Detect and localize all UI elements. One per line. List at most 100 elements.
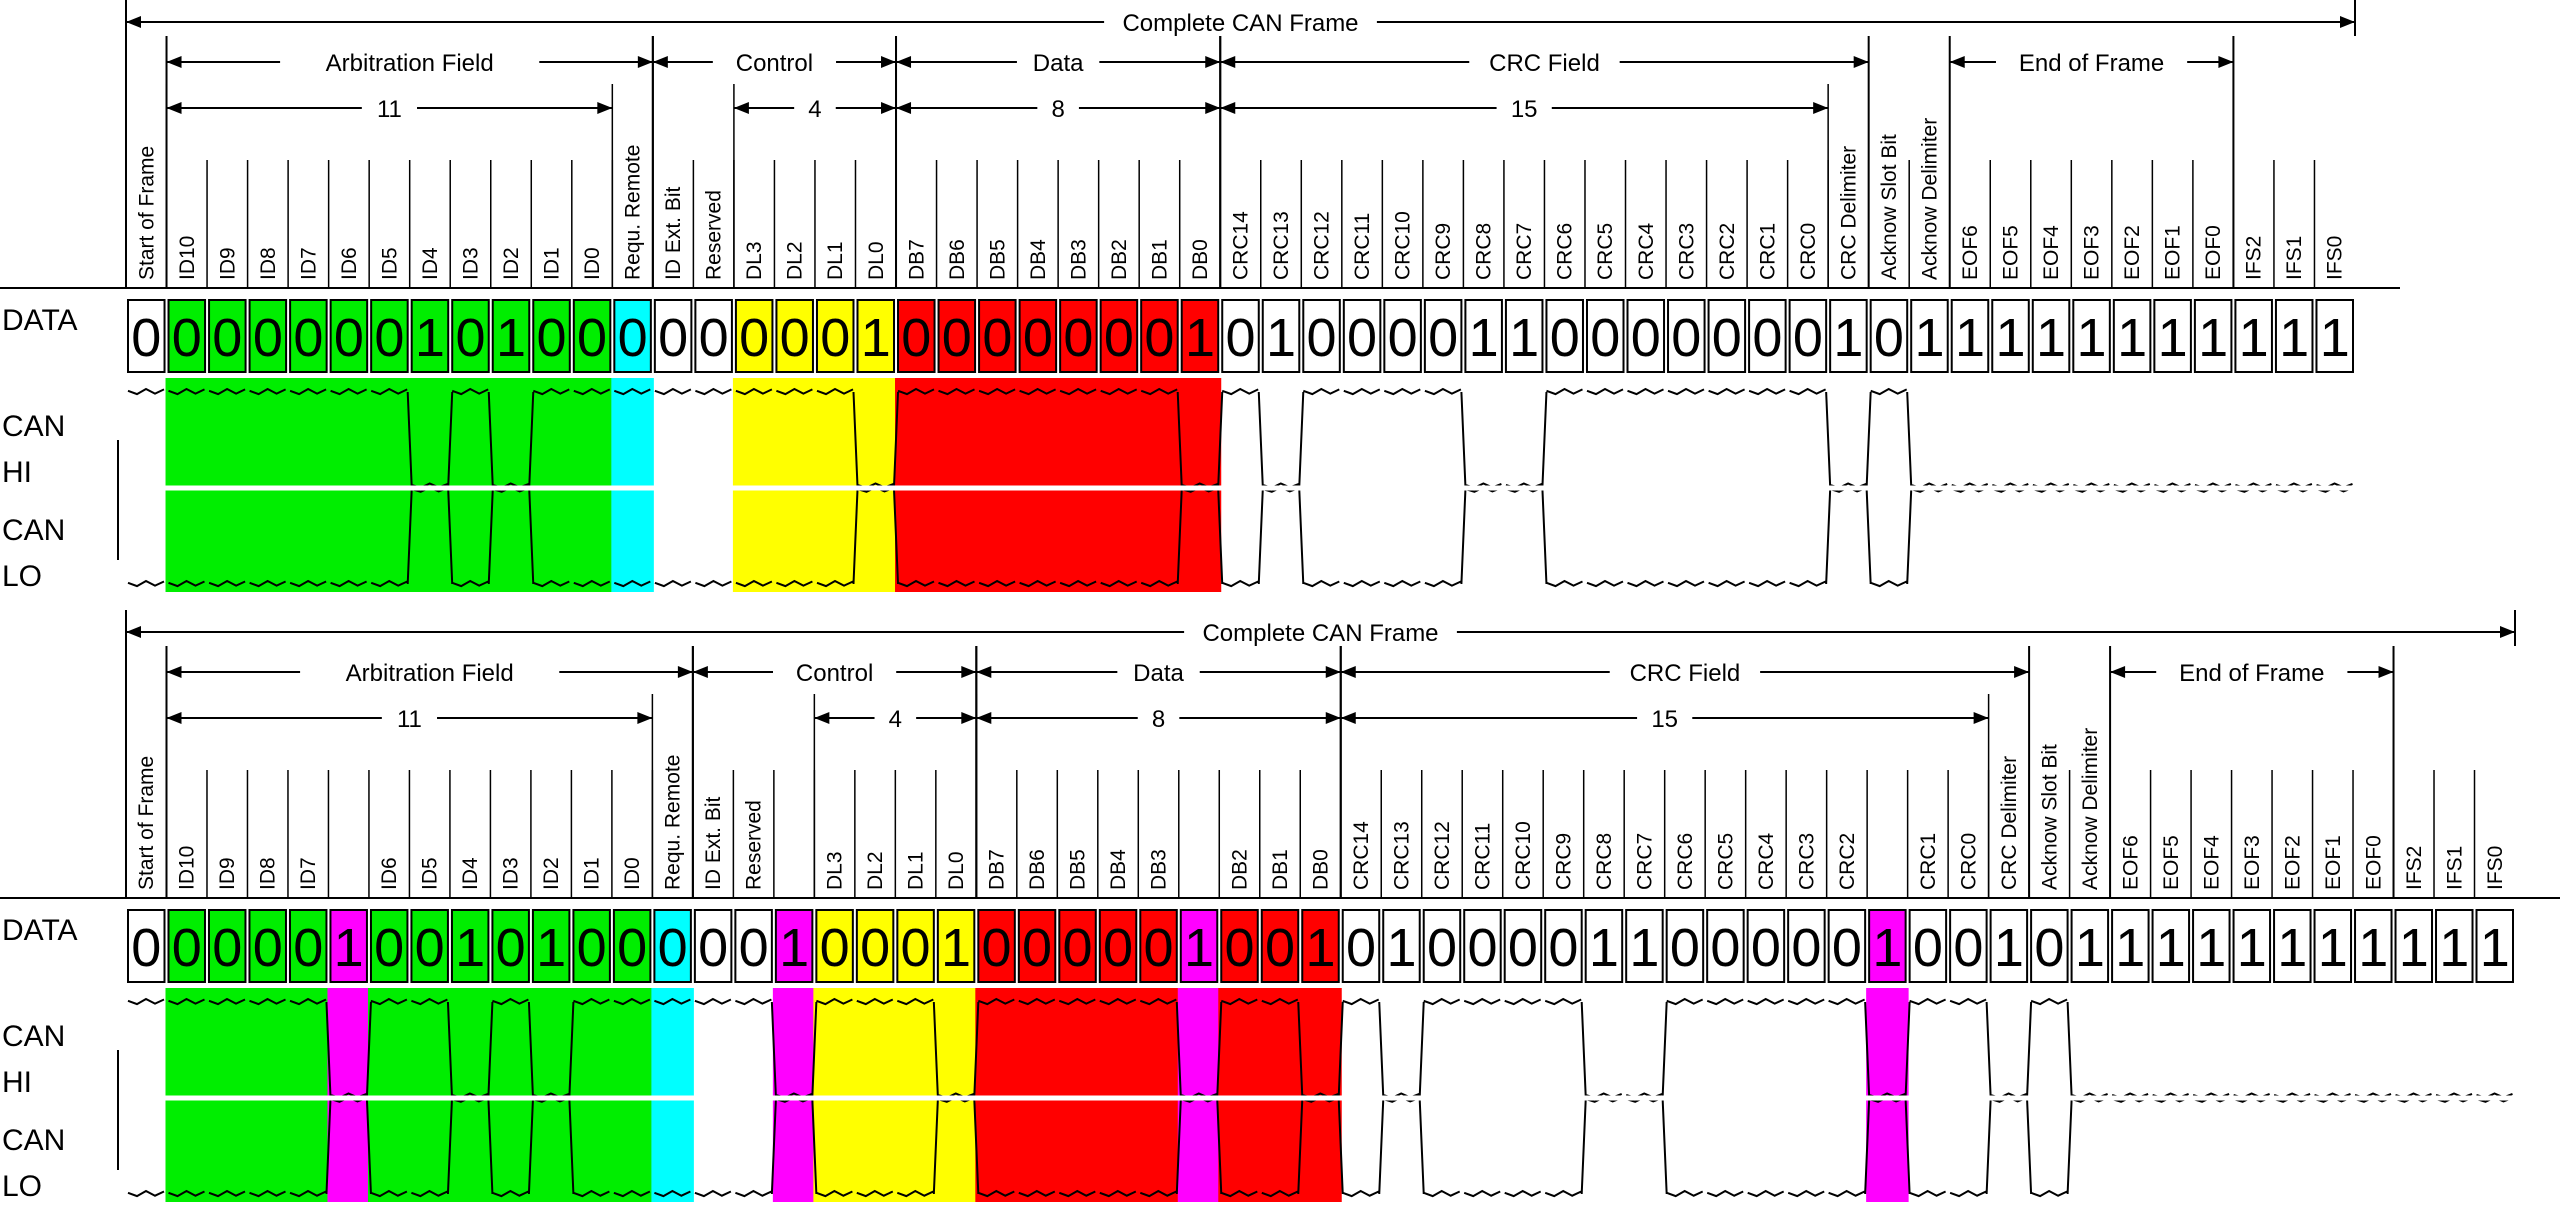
bit-value: 0 [1751, 918, 1781, 978]
waveform-band [286, 988, 330, 1202]
section-span-4-label: End of Frame [2019, 50, 2164, 77]
bit-label: Requ. Remote [662, 755, 685, 890]
bit-label: CRC7 [1633, 833, 1656, 890]
bit-label: IFS1 [2283, 236, 2306, 280]
bit-label: CRC5 [1714, 833, 1737, 890]
bit-label: CRC8 [1593, 833, 1616, 890]
bit-label: EOF1 [2322, 835, 2345, 890]
bit-label: CRC11 [1351, 213, 1374, 280]
section-span-4: End of Frame [1949, 50, 2234, 77]
bit-value: 0 [577, 308, 607, 368]
bit-value: 0 [739, 918, 769, 978]
bit-label: CRC Delimiter [1837, 146, 1860, 280]
arrowhead-left-icon [733, 102, 749, 114]
bit-label: IFS1 [2443, 846, 2466, 890]
bit-value: 0 [942, 308, 972, 368]
bit-value: 0 [253, 918, 283, 978]
bit-value-box [2313, 909, 2353, 983]
bit-label: ID5 [419, 857, 442, 890]
bit-label: ID10 [176, 236, 199, 280]
bit-label: ID9 [216, 857, 239, 890]
bit-value: 1 [2480, 918, 2510, 978]
bit-value: 0 [537, 308, 567, 368]
waveform-band [408, 988, 451, 1202]
bit-value-box [1625, 909, 1664, 983]
bit-label: CRC9 [1552, 833, 1575, 890]
bit-value: 0 [172, 308, 202, 368]
waveform-band [327, 378, 371, 592]
bit-label: ID0 [621, 857, 644, 890]
bit-value-box [451, 299, 490, 373]
bit-label: ID8 [257, 857, 280, 890]
bit-value-box [2315, 299, 2354, 373]
arrowhead-left-icon [126, 16, 141, 28]
bit-count-span-0: 11 [166, 706, 653, 733]
bit-value: 1 [455, 918, 485, 978]
bit-value-box [977, 909, 1016, 983]
section-span-4-label: End of Frame [2179, 660, 2324, 687]
bit-value: 0 [1548, 918, 1578, 978]
waveform-band [976, 378, 1019, 592]
complete-frame-span-label: Complete CAN Frame [1202, 620, 1438, 647]
waveform-band [894, 988, 937, 1202]
waveform-band [246, 988, 289, 1202]
arrowhead-left-icon [1220, 56, 1236, 68]
bit-value-box [2354, 909, 2393, 983]
bit-label: CRC12 [1311, 211, 1334, 280]
bit-value: 1 [2077, 308, 2107, 368]
bit-label: ID7 [297, 857, 320, 890]
bit-value: 1 [1955, 308, 1985, 368]
waveform-band [975, 988, 1018, 1202]
bit-value-box [2030, 909, 2069, 983]
arrowhead-right-icon [597, 102, 613, 114]
bit-cell-crc1: CRC10 [1906, 770, 1948, 983]
bit-label: DL3 [743, 241, 766, 280]
waveform-band [1258, 988, 1302, 1202]
bit-value-box [936, 909, 976, 983]
waveform-band [489, 988, 532, 1202]
bit-label: ID9 [216, 247, 239, 280]
bit-value-box [1140, 299, 1179, 373]
waveform-band [368, 378, 411, 592]
bit-value: 1 [334, 918, 364, 978]
bit-value-box [532, 299, 571, 373]
arrowhead-right-icon [881, 56, 897, 68]
bit-count-span-1: 4 [733, 96, 897, 123]
bit-label: EOF2 [2281, 835, 2304, 890]
bit-value: 1 [415, 308, 445, 368]
arrowhead-left-icon [692, 666, 708, 678]
section-span-1-label: Control [796, 660, 873, 687]
bit-label: ID8 [257, 247, 280, 280]
bit-value: 1 [2320, 308, 2350, 368]
arrowhead-left-icon [1340, 666, 1356, 678]
section-span-3: CRC Field [1220, 50, 1869, 77]
bit-value-box [127, 909, 166, 983]
bit-value: 0 [820, 918, 850, 978]
arrowhead-right-icon [2218, 56, 2234, 68]
bit-value: 0 [2034, 918, 2064, 978]
bit-label: CRC12 [1431, 821, 1454, 890]
bit-cell-stuff-bit: 1 [327, 770, 370, 1202]
bit-value: 0 [1793, 308, 1823, 368]
bit-value: 0 [982, 918, 1012, 978]
bit-value-box [1829, 299, 1868, 373]
bit-value-box [369, 909, 409, 983]
arrowhead-left-icon [166, 712, 182, 724]
bit-label: DB6 [946, 239, 969, 280]
bit-value-box [1099, 299, 1139, 373]
bit-value-box [1220, 909, 1259, 983]
